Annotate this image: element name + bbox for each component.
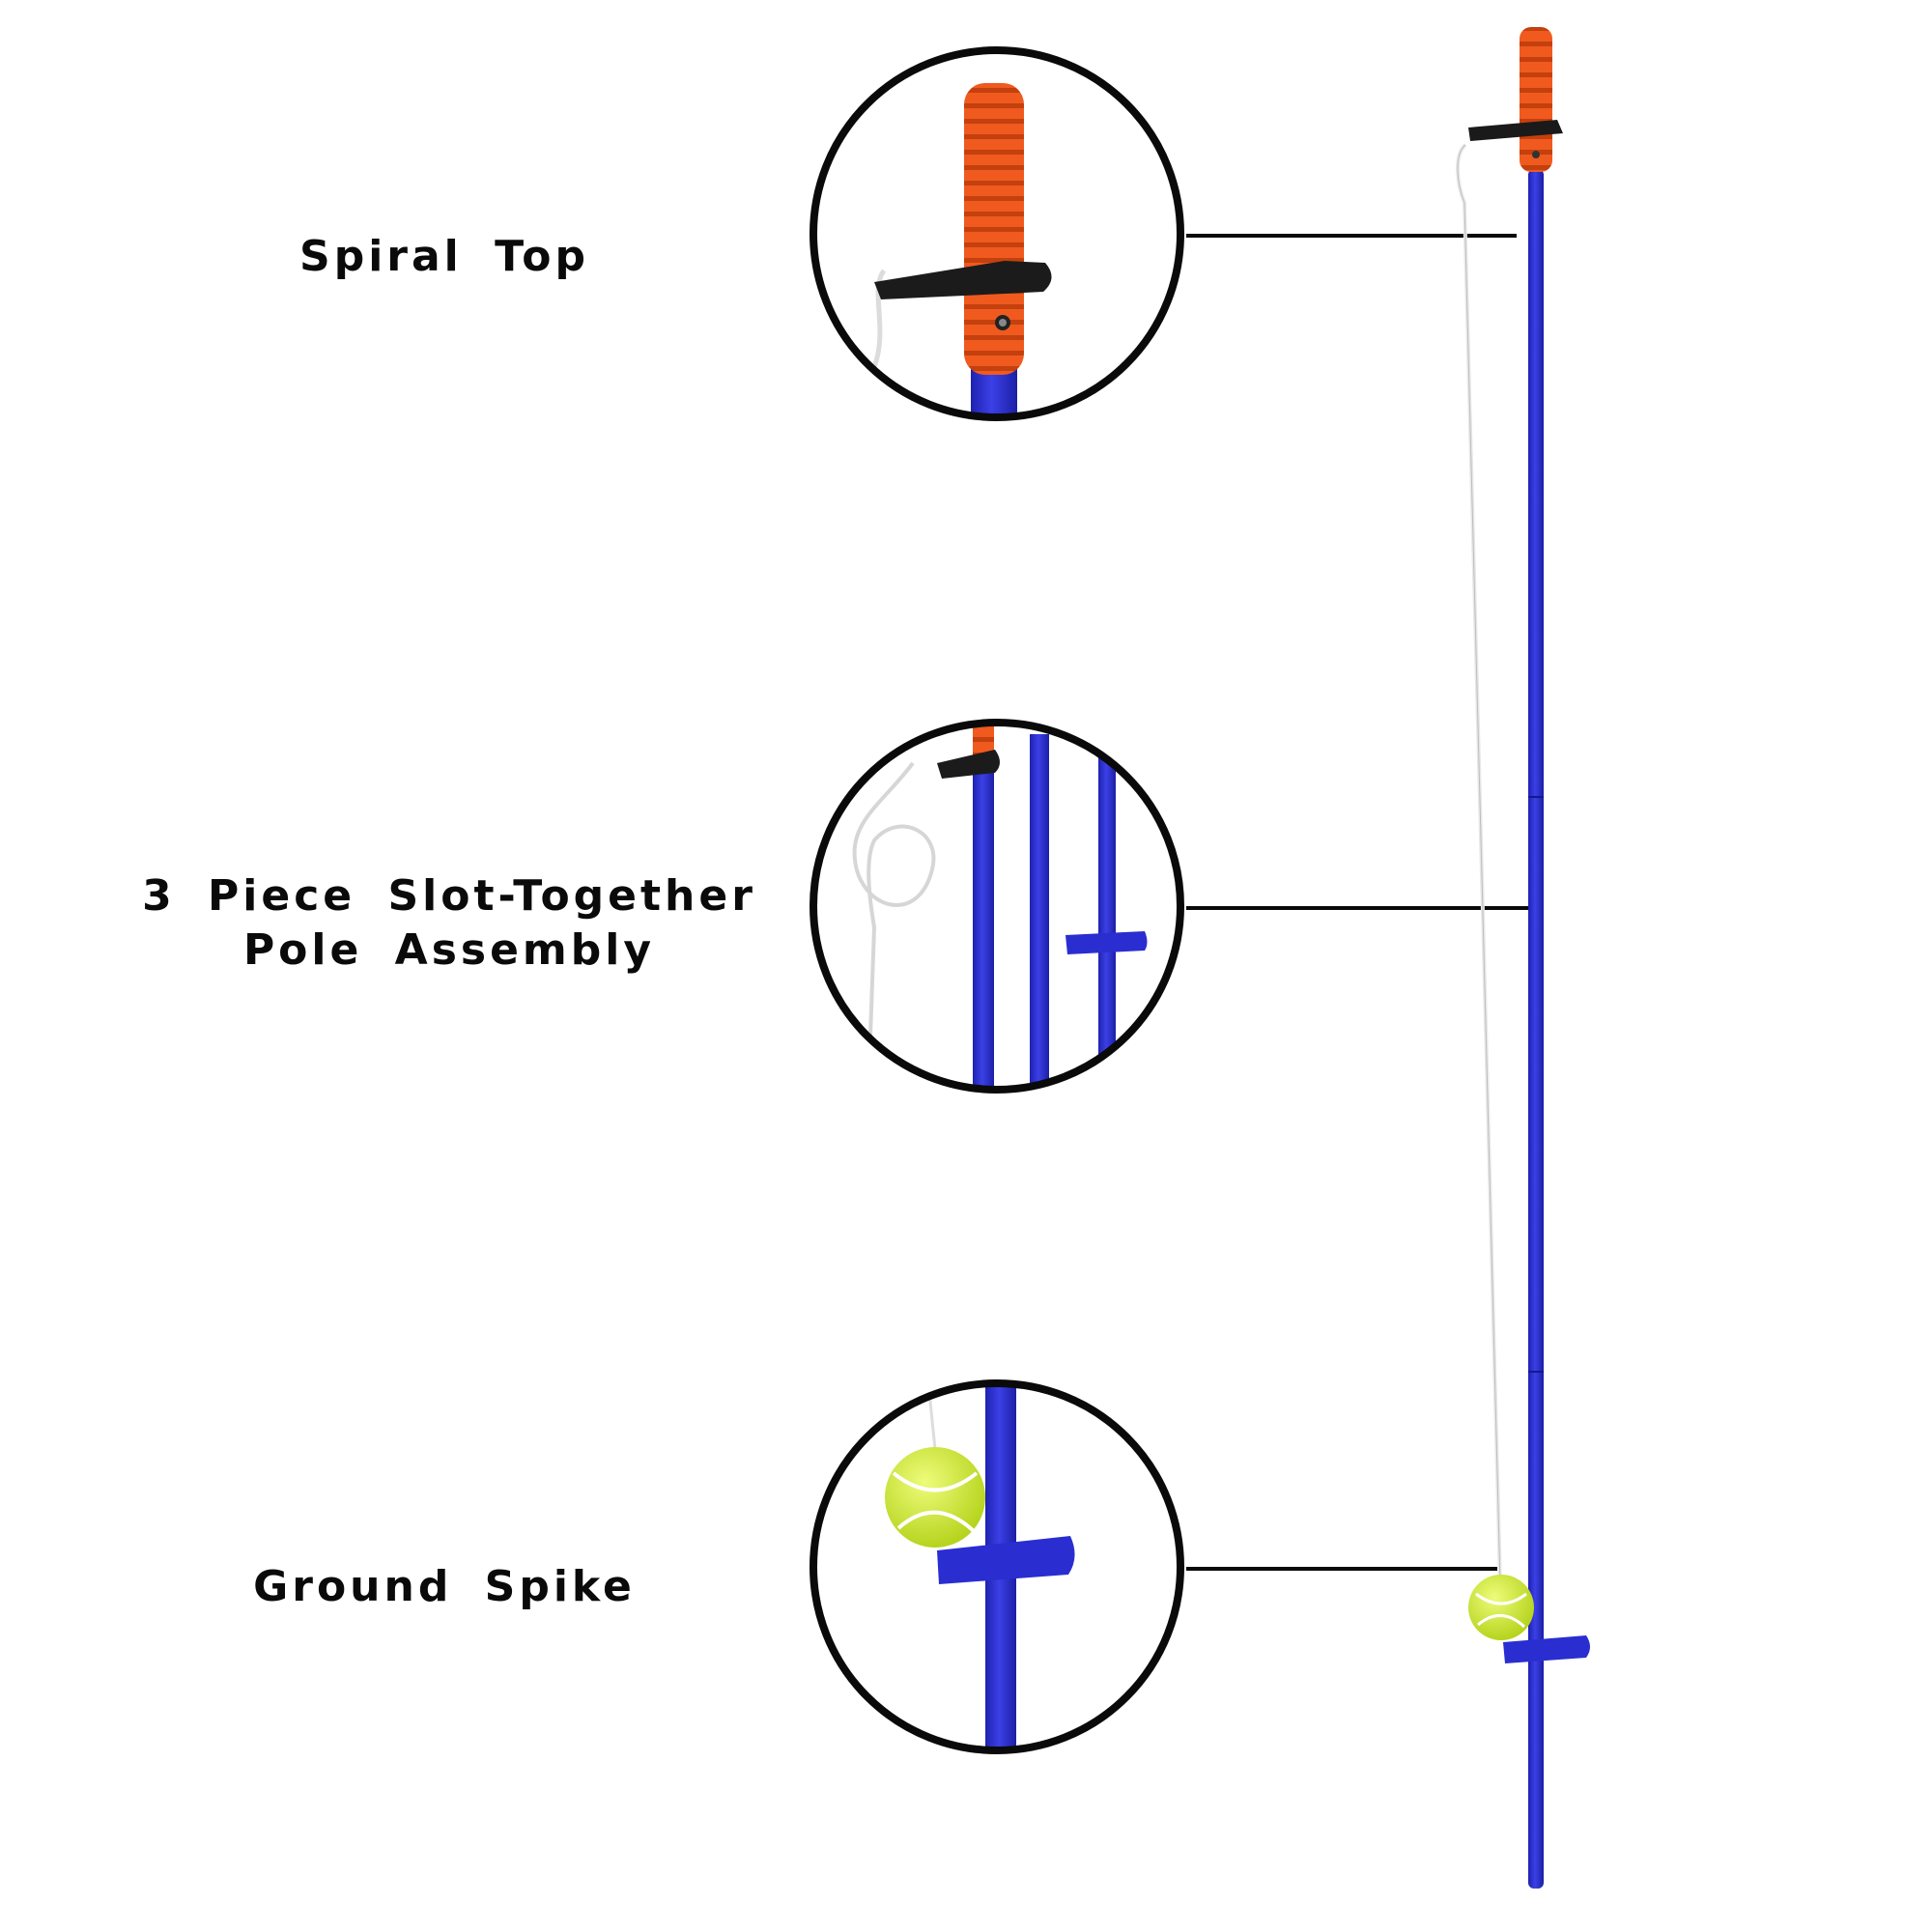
- pole-shaft: [1528, 169, 1544, 1889]
- pole-spiral-grip: [1520, 27, 1552, 172]
- pole-bracket: [1468, 120, 1563, 141]
- tennis-ball-closeup: [885, 1447, 985, 1548]
- spiral-grip-closeup: [964, 83, 1024, 375]
- label-pole-assembly: 3 Piece Slot-Together Pole Assembly: [87, 869, 811, 978]
- label-spiral-top: Spiral Top: [299, 232, 589, 281]
- label-pole-assembly-line2: Pole Assembly: [242, 925, 656, 975]
- swingball-pole: [1456, 27, 1590, 1889]
- tennis-ball: [1468, 1575, 1534, 1640]
- zoom-circle-ground-spike: [810, 1379, 1184, 1754]
- zoom-circle-spiral-top: [810, 46, 1184, 421]
- zoom-circle-pole-assembly: [810, 719, 1184, 1094]
- pole-ground-spike: [1503, 1635, 1590, 1663]
- label-ground-spike: Ground Spike: [253, 1562, 636, 1611]
- label-pole-assembly-line1: 3 Piece Slot-Together: [142, 871, 756, 921]
- pole-string: [1456, 143, 1502, 1585]
